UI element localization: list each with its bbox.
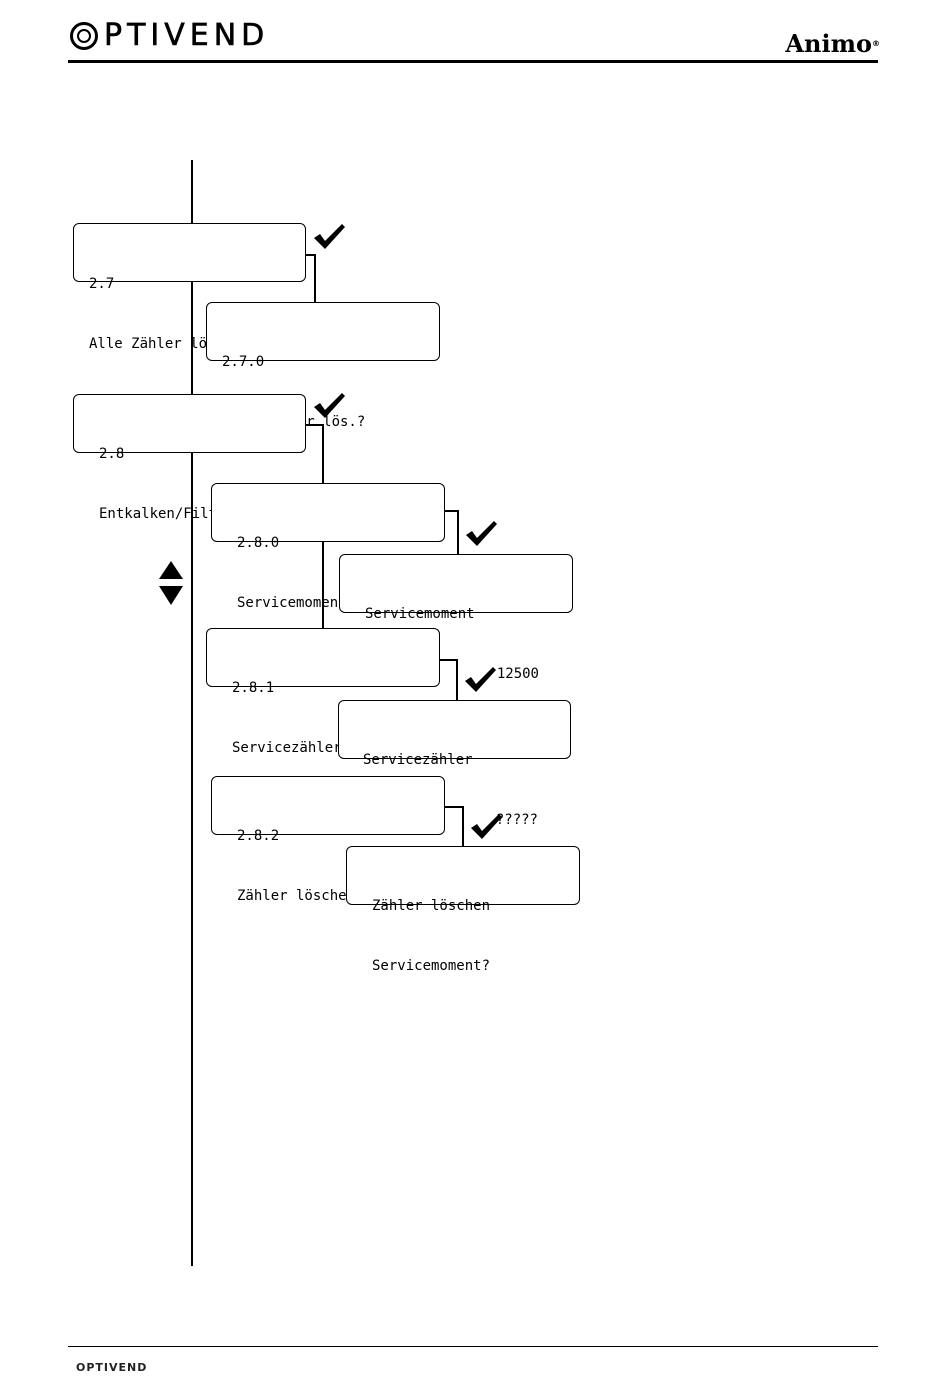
menu-code: 2.7.0 [222,354,265,370]
display-label: Servicemoment [365,606,475,622]
connector [305,254,315,256]
menu-label: Servicemoment [237,595,347,611]
animo-brand: Animo® [785,30,880,58]
display-label: Servicezähler [363,752,473,768]
main-flow-line [191,160,193,1266]
menu-label: Servicezähler [232,740,342,756]
zaehler-loeschen-confirm-display[interactable]: Zähler löschen Servicemoment? [346,846,580,974]
checkmark-icon [466,521,497,546]
menu-code: 2.8.2 [237,828,280,844]
display-line-2: Servicemoment? [372,958,491,974]
connector [322,424,324,483]
menu-item-2-7-0[interactable]: 2.7.0 Alle Zähler lös.? [206,302,440,430]
checkmark-icon [314,393,345,418]
checkmark-icon [314,224,345,249]
connector [440,659,457,661]
display-value: 12500 [496,666,539,682]
menu-item-2-8-0[interactable]: 2.8.0 Servicemoment [211,483,445,611]
registered-mark: ® [872,39,880,48]
up-down-arrows-icon [159,561,183,605]
checkmark-icon [465,667,496,692]
connector [457,510,459,554]
connector [462,806,464,846]
servicemoment-value-display[interactable]: Servicemoment 12500 [339,554,573,682]
menu-code: 2.7 [89,276,115,292]
connector [444,806,463,808]
menu-item-2-8-2[interactable]: 2.8.2 Zähler löschen [211,776,445,904]
connector [322,541,324,628]
optivend-logo: PTIVEND [70,18,269,54]
display-line-1: Zähler löschen [372,898,491,914]
connector [305,424,323,426]
connector [314,254,316,302]
checkmark-icon [471,814,502,839]
menu-item-2-7[interactable]: 2.7 Alle Zähler lös. [73,223,306,352]
menu-code: 2.8 [99,446,125,462]
display-value: ????? [495,812,538,828]
brand-name: Animo [785,29,872,58]
menu-item-2-8[interactable]: 2.8 Entkalken/Filter [73,394,306,522]
connector [456,659,458,700]
menu-label: Zähler löschen [237,888,356,904]
connector [444,510,458,512]
logo-ring-icon [70,22,98,50]
logo-text: PTIVEND [104,18,270,54]
menu-code: 2.8.1 [232,680,275,696]
footer-logo: OPTIVEND [76,1361,148,1374]
menu-label: Entkalken/Filter [99,506,234,522]
menu-item-2-8-1[interactable]: 2.8.1 Servicezähler [206,628,440,756]
header-rule [68,60,878,63]
servicezaehler-value-display[interactable]: Servicezähler ????? [338,700,571,828]
footer-rule [68,1346,878,1347]
menu-code: 2.8.0 [237,535,280,551]
